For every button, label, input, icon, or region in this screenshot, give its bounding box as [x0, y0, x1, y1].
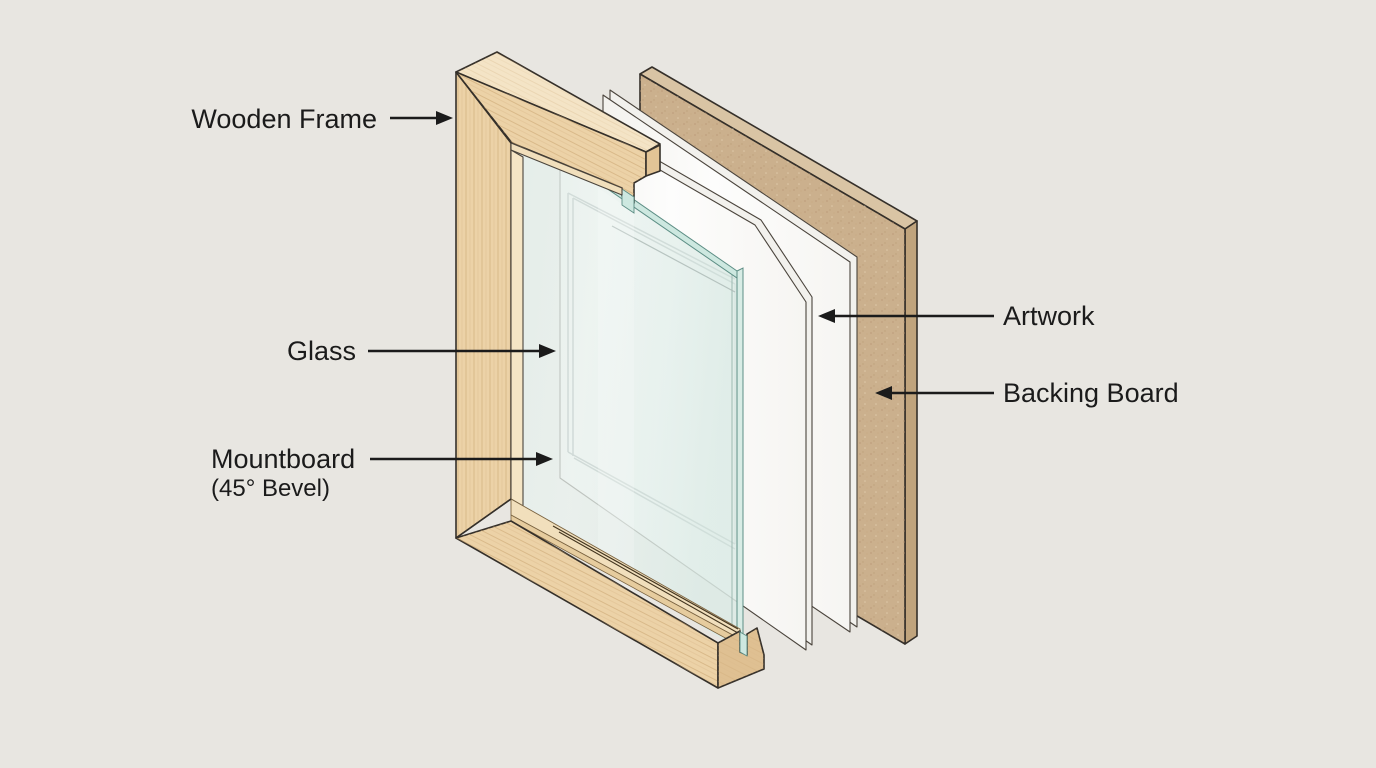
- mitre-line-top-left: [455, 71, 512, 144]
- mitre-line-bottom-left: [455, 498, 512, 539]
- glass-reflection-line: [611, 225, 736, 293]
- label-mountboard: Mountboard: [211, 444, 355, 474]
- arrowhead-right-icon: [436, 111, 453, 125]
- rabbet-lip-left: [510, 149, 524, 507]
- callout-glass: Glass: [287, 336, 556, 366]
- callout-backing-board: Backing Board: [875, 378, 1179, 408]
- label-glass: Glass: [287, 336, 356, 366]
- glass-in-bottom-slot: [739, 631, 748, 657]
- rabbet-lip-top: [510, 142, 623, 196]
- glass-in-top-slot: [621, 188, 635, 214]
- glass-highlight: [598, 188, 634, 602]
- wooden-frame: [455, 51, 765, 689]
- arrowhead-right-icon: [536, 452, 553, 466]
- glass-pane: [515, 117, 744, 654]
- callout-wooden-frame: Wooden Frame: [191, 104, 453, 134]
- callout-artwork: Artwork: [818, 301, 1095, 331]
- label-mountboard-bevel: (45° Bevel): [211, 475, 330, 502]
- glass-right-edge: [736, 267, 744, 654]
- arrowhead-left-icon: [875, 386, 892, 400]
- arrowhead-left-icon: [818, 309, 835, 323]
- label-wooden-frame: Wooden Frame: [191, 104, 377, 134]
- callout-mountboard: Mountboard (45° Bevel): [211, 444, 553, 502]
- label-artwork: Artwork: [1003, 301, 1095, 331]
- arrowhead-right-icon: [539, 344, 556, 358]
- label-backing-board: Backing Board: [1003, 378, 1179, 408]
